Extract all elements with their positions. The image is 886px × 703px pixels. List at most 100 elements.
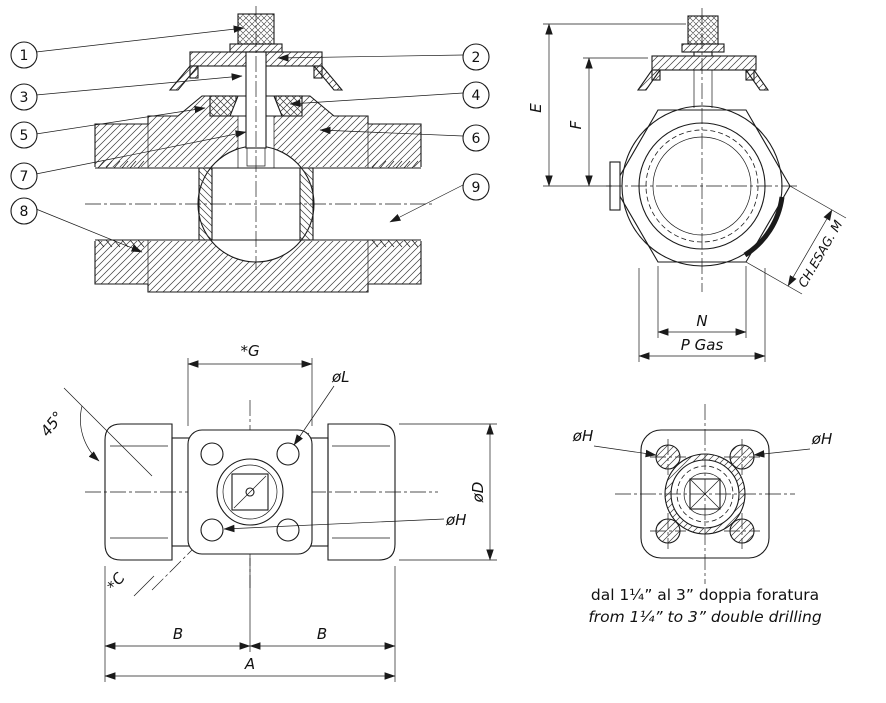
tv-stem-diagonal [233, 475, 267, 509]
leader-6 [319, 126, 464, 137]
callout-1-label: 1 [20, 48, 29, 64]
callout-3-label: 3 [20, 90, 29, 106]
bore-lines [95, 167, 421, 241]
bp-flange-square [640, 429, 770, 559]
dim-N: N [657, 266, 747, 338]
section-view [85, 6, 432, 293]
dim-label-H-right: øH [811, 430, 832, 448]
leader-4 [289, 92, 464, 108]
bp-stem-square [689, 478, 721, 510]
stem-bore-walls [237, 116, 275, 168]
dim-H-bolt-left: øH [572, 427, 657, 458]
leader-1 [35, 25, 245, 53]
top-view: *G øL 45° *C øD øH [37, 342, 497, 682]
dim-label-B-left: B [173, 625, 183, 643]
callout-1: 1 [10, 41, 38, 69]
dim-C: *C [103, 569, 155, 597]
leader-7 [35, 130, 247, 175]
plate-wing-right [312, 65, 344, 91]
fv-wing-right [744, 69, 770, 91]
callout-9: 9 [462, 173, 490, 201]
callout-8-label: 8 [20, 204, 29, 220]
joint-lines [147, 124, 369, 284]
bp-bolt-hole [655, 518, 681, 544]
caption-italian: dal 1¼” al 3” doppia foratura [591, 586, 819, 604]
fv-wing-left [636, 69, 662, 91]
callout-8: 8 [10, 197, 38, 225]
leader-2 [277, 54, 464, 62]
tv-center-dot [245, 487, 255, 497]
dim-H-top: øH [223, 511, 466, 533]
dim-45: 45° [37, 387, 153, 477]
fv-washer [681, 43, 725, 53]
tv-stem-square [231, 473, 269, 511]
dim-L: øL [293, 368, 350, 446]
dim-label-45: 45° [37, 408, 68, 440]
callouts: 1 3 5 7 8 2 4 6 [10, 25, 490, 253]
tv-stem-circle [222, 464, 278, 520]
caption-english: from 1¼” to 3” double drilling [588, 608, 822, 626]
tv-stem-boss [216, 458, 284, 526]
front-view: E F N P Gas CH.ESAG. M [527, 8, 847, 362]
fv-stem-lines [693, 70, 713, 108]
dim-D: øD [399, 423, 497, 561]
tv-end-right [327, 423, 396, 561]
dim-label-E: E [527, 103, 545, 113]
tv-end-left [104, 423, 173, 561]
leader-5 [35, 105, 206, 135]
tv-bolt-hole [200, 518, 224, 542]
dim-label-p-gas: P Gas [681, 336, 724, 354]
leader-8 [35, 208, 143, 253]
dim-F: F [567, 57, 648, 187]
dim-label-F: F [567, 120, 585, 129]
tv-bolt-hole [276, 518, 300, 542]
dim-label-ch-esag: CH.ESAG. M [795, 217, 846, 290]
leader-3 [35, 73, 243, 96]
section-centerlines [85, 6, 432, 270]
bp-outer-ring [664, 453, 746, 535]
fv-handle-plate [651, 55, 757, 71]
callout-7: 7 [10, 162, 38, 190]
bp-inner-ring [670, 459, 740, 529]
bolt-pattern-view: øH øH dal 1¼” al 3” doppia foratura from… [572, 404, 832, 626]
bp-square-diagonals [689, 478, 721, 510]
dim-H-bolt-right: øH [753, 430, 832, 458]
callout-2-label: 2 [472, 50, 481, 66]
dim-E: E [527, 23, 686, 187]
callout-6-label: 6 [472, 131, 481, 147]
bp-stem-circle [683, 472, 727, 516]
callout-6: 6 [462, 124, 490, 152]
dim-G: *G [187, 342, 313, 426]
dim-label-D: øD [469, 482, 487, 504]
dim-label-H: øH [445, 511, 466, 529]
dim-label-G: *G [240, 342, 259, 360]
dim-p-gas: P Gas [638, 268, 766, 362]
thread-lines [97, 160, 419, 248]
seal-arc [743, 196, 785, 258]
fv-nut [687, 15, 719, 45]
dim-label-A: A [244, 655, 255, 673]
dim-label-H-left: øH [572, 427, 593, 445]
dim-label-B-right: B [317, 625, 327, 643]
leader-9 [389, 184, 464, 223]
fv-centerlines [606, 8, 800, 292]
tv-bolt-hole [276, 442, 300, 466]
callout-5: 5 [10, 121, 38, 149]
bp-bolt-hole [729, 518, 755, 544]
tv-thread-lines [110, 445, 390, 539]
dim-B-A: B B A [104, 558, 396, 682]
callout-4-label: 4 [472, 88, 481, 104]
dim-label-L: øL [331, 368, 350, 386]
fv-stem [693, 51, 713, 57]
callout-5-label: 5 [20, 128, 29, 144]
tv-bolt-hole [200, 442, 224, 466]
callout-4: 4 [462, 81, 490, 109]
callout-3: 3 [10, 83, 38, 111]
bp-thread-circle [676, 465, 734, 523]
callout-2: 2 [462, 43, 490, 71]
dim-label-N: N [696, 312, 707, 330]
callout-7-label: 7 [20, 169, 29, 185]
callout-9-label: 9 [472, 180, 481, 196]
